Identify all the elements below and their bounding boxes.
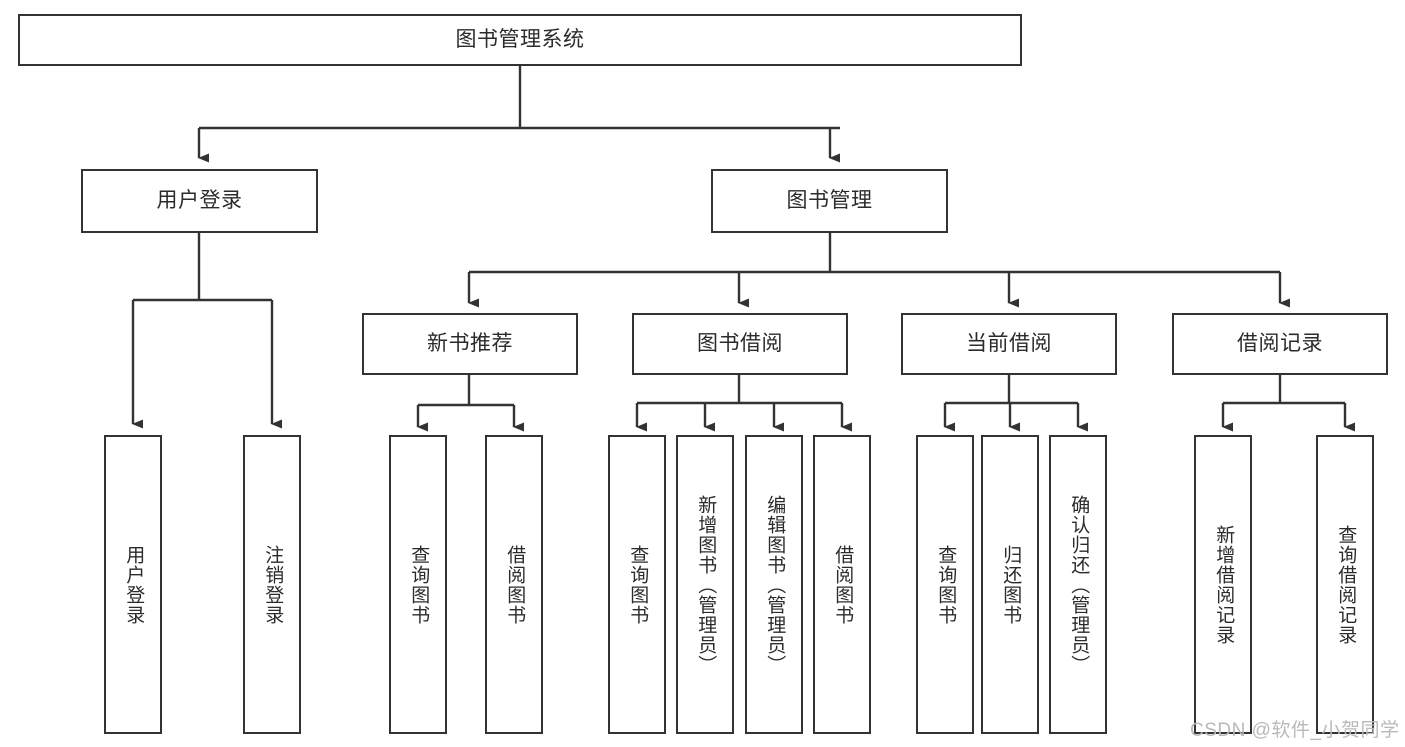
csdn-watermark: CSDN @软件_小贺同学 xyxy=(1190,720,1400,741)
node-new-book-recommend[interactable]: 新书推荐 xyxy=(362,313,578,375)
node-label: 确认归还（管理员） xyxy=(1068,494,1090,675)
leaf-book-borrow-edit-book-admin[interactable]: 编辑图书（管理员） xyxy=(745,435,803,734)
leaf-current-borrow-confirm-return-admin[interactable]: 确认归还（管理员） xyxy=(1049,435,1107,734)
leaf-current-borrow-return-books[interactable]: 归还图书 xyxy=(981,435,1039,734)
node-label: 查询图书 xyxy=(627,544,649,625)
leaf-book-borrow-add-book-admin[interactable]: 新增图书（管理员） xyxy=(676,435,734,734)
leaf-user-login-logout[interactable]: 注销登录 xyxy=(243,435,301,734)
leaf-borrow-record-add-record[interactable]: 新增借阅记录 xyxy=(1194,435,1252,734)
leaf-new-book-query-books[interactable]: 查询图书 xyxy=(389,435,447,734)
node-book-management[interactable]: 图书管理 xyxy=(711,169,948,233)
node-label: 查询图书 xyxy=(935,544,957,625)
node-label: 新增借阅记录 xyxy=(1213,524,1235,645)
node-label: 用户登录 xyxy=(156,189,243,213)
node-user-login[interactable]: 用户登录 xyxy=(81,169,318,233)
node-label: 当前借阅 xyxy=(966,332,1052,356)
leaf-book-borrow-borrow-books[interactable]: 借阅图书 xyxy=(813,435,871,734)
leaf-user-login-login[interactable]: 用户登录 xyxy=(104,435,162,734)
node-label: 查询图书 xyxy=(408,544,430,625)
node-label: 借阅图书 xyxy=(832,544,854,625)
node-root-book-management-system[interactable]: 图书管理系统 xyxy=(18,14,1022,66)
node-borrow-record[interactable]: 借阅记录 xyxy=(1172,313,1388,375)
node-label: 新增图书（管理员） xyxy=(695,494,717,675)
node-book-borrow[interactable]: 图书借阅 xyxy=(632,313,848,375)
node-label: 编辑图书（管理员） xyxy=(764,494,786,675)
leaf-book-borrow-query-books[interactable]: 查询图书 xyxy=(608,435,666,734)
node-label: 图书管理 xyxy=(786,189,873,213)
node-label: 借阅记录 xyxy=(1237,332,1323,356)
node-label: 借阅图书 xyxy=(504,544,526,625)
node-current-borrow[interactable]: 当前借阅 xyxy=(901,313,1117,375)
node-label: 查询借阅记录 xyxy=(1335,524,1357,645)
node-label: 图书管理系统 xyxy=(455,28,585,52)
leaf-borrow-record-query-record[interactable]: 查询借阅记录 xyxy=(1316,435,1374,734)
node-label: 用户登录 xyxy=(123,544,145,625)
node-label: 注销登录 xyxy=(262,544,284,625)
node-label: 图书借阅 xyxy=(697,332,783,356)
leaf-current-borrow-query-books[interactable]: 查询图书 xyxy=(916,435,974,734)
node-label: 归还图书 xyxy=(1000,544,1022,625)
leaf-new-book-borrow-books[interactable]: 借阅图书 xyxy=(485,435,543,734)
node-label: 新书推荐 xyxy=(427,332,513,356)
